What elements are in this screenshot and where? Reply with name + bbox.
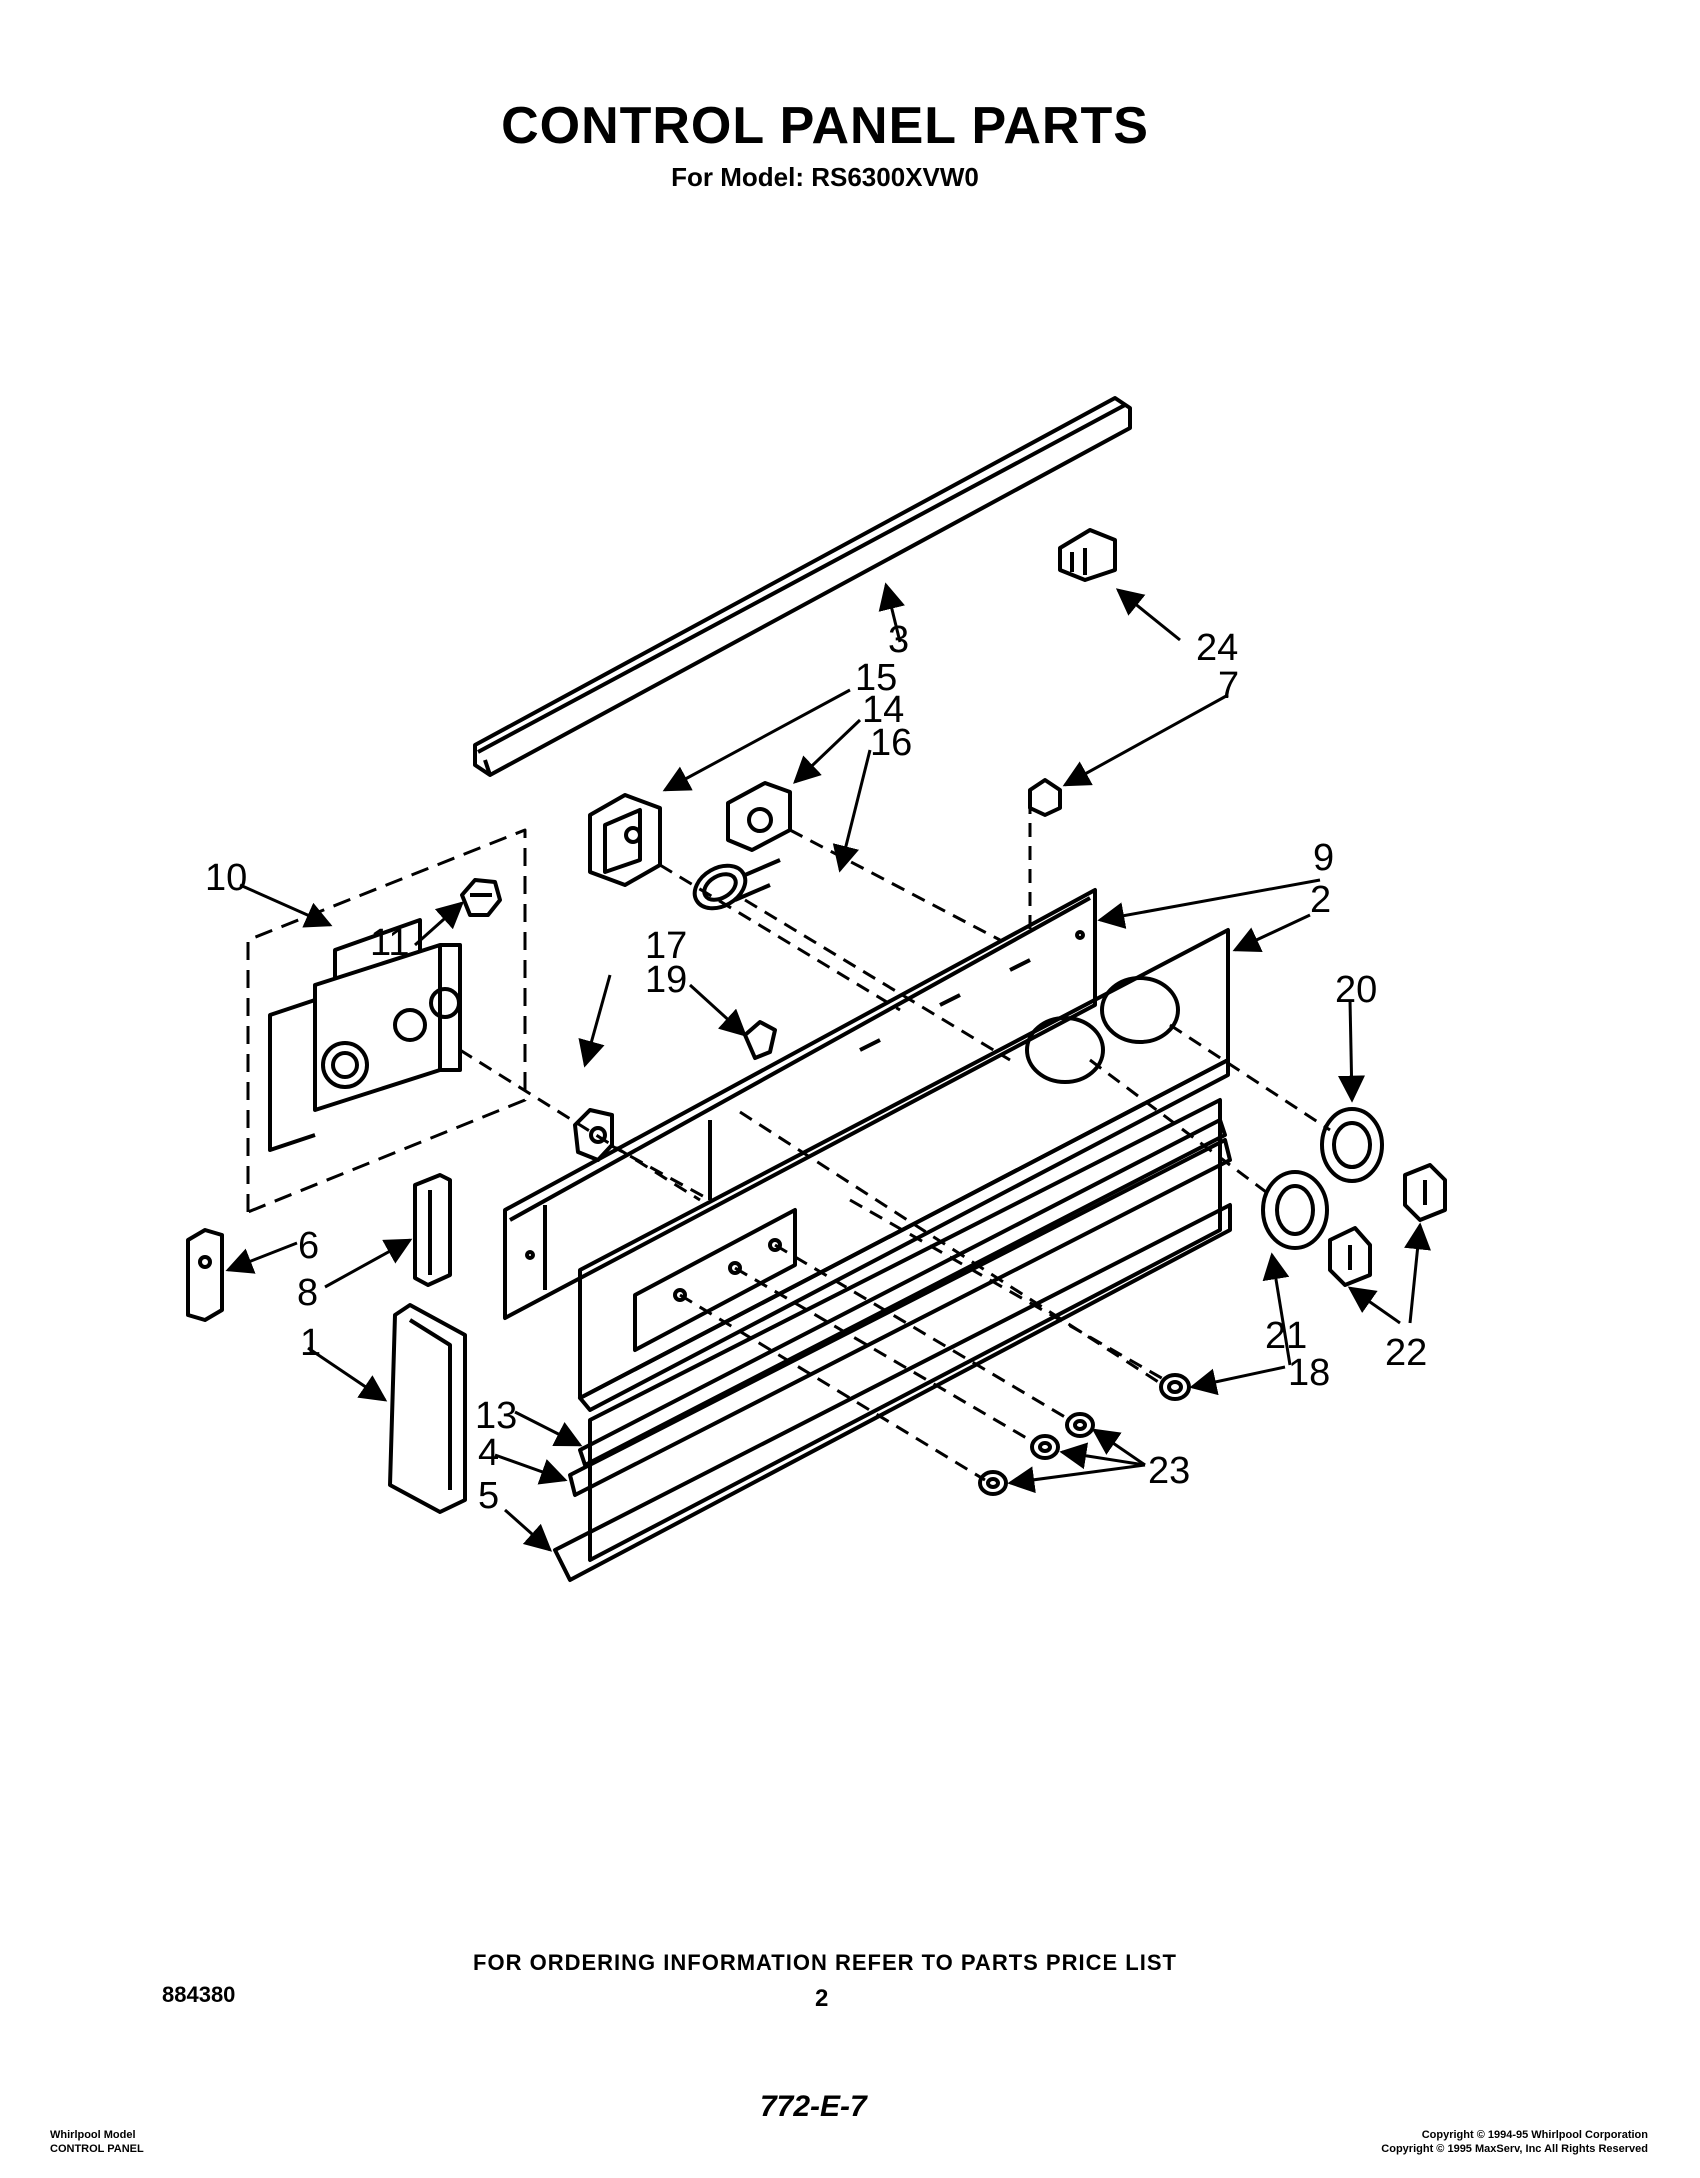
callout-17: 17 <box>645 925 687 967</box>
knob-skirt-upper <box>1320 1107 1384 1183</box>
bottom-left-line-2: CONTROL PANEL <box>50 2143 144 2155</box>
callout-9: 9 <box>1313 837 1334 879</box>
callout-24: 24 <box>1196 627 1238 669</box>
seal-ring-part <box>692 858 781 911</box>
small-clip-part <box>1028 778 1062 817</box>
callout-14: 14 <box>862 689 904 731</box>
mounting-bracket-part <box>413 1173 452 1287</box>
callout-20: 20 <box>1335 969 1377 1011</box>
callout-labels: 3 24 7 15 14 16 9 2 20 10 11 17 19 21 22… <box>205 619 1427 1517</box>
knob-skirt-lower <box>1261 1170 1329 1250</box>
callout-5: 5 <box>478 1475 499 1517</box>
nut-part-23-c <box>978 1470 1008 1496</box>
callout-leaders <box>225 582 1431 1552</box>
callout-7: 7 <box>1218 665 1239 707</box>
nut-part-18 <box>1159 1373 1191 1401</box>
callout-11: 11 <box>370 922 409 964</box>
module-clip-part <box>460 878 502 917</box>
callout-23: 23 <box>1148 1450 1190 1492</box>
alignment-lines <box>459 800 1331 1482</box>
callout-1: 1 <box>300 1322 321 1364</box>
callout-18: 18 <box>1288 1352 1330 1394</box>
front-control-panel <box>578 928 1230 1412</box>
copyright-block: Copyright © 1994-95 Whirlpool Corporatio… <box>1381 2128 1648 2156</box>
lower-trim-strips <box>553 1098 1232 1582</box>
callout-15: 15 <box>855 657 897 699</box>
side-bracket-part <box>186 1228 224 1322</box>
callout-22: 22 <box>1385 1332 1427 1374</box>
electronic-control-module <box>246 828 527 1214</box>
copyright-line-2: Copyright © 1995 MaxServ, Inc All Rights… <box>1381 2143 1648 2155</box>
switch-part <box>726 781 792 852</box>
spring-clip-part <box>743 1020 777 1060</box>
callout-6: 6 <box>298 1225 319 1267</box>
callout-21: 21 <box>1265 1315 1307 1357</box>
top-clip-part <box>1058 528 1117 582</box>
callout-13: 13 <box>475 1395 517 1437</box>
end-cap-part <box>388 1303 467 1514</box>
callout-19: 19 <box>645 959 687 1001</box>
callout-10: 10 <box>205 857 247 899</box>
top-trim-rail <box>473 396 1132 777</box>
callout-16: 16 <box>870 722 912 764</box>
bottom-left-caption: Whirlpool Model CONTROL PANEL <box>50 2128 144 2156</box>
copyright-line-1: Copyright © 1994-95 Whirlpool Corporatio… <box>1421 2129 1648 2141</box>
knob-upper <box>1403 1163 1447 1222</box>
callout-2: 2 <box>1310 879 1331 921</box>
callout-3: 3 <box>888 619 909 661</box>
control-bracket <box>503 888 1097 1320</box>
callout-8: 8 <box>297 1272 318 1314</box>
ordering-note: FOR ORDERING INFORMATION REFER TO PARTS … <box>473 1950 1177 1975</box>
document-number: 884380 <box>162 1982 236 2007</box>
display-window <box>633 1208 797 1352</box>
knob-lower <box>1328 1226 1372 1287</box>
nut-part-23-b <box>1030 1434 1060 1460</box>
page-number: 2 <box>815 1985 829 2012</box>
terminal-block-part <box>573 1108 614 1162</box>
model-subtitle: For Model: RS6300XVW0 <box>671 162 979 192</box>
page-title: CONTROL PANEL PARTS <box>501 97 1149 155</box>
callout-4: 4 <box>478 1432 499 1474</box>
handwritten-code: 772-E-7 <box>760 2090 867 2123</box>
nut-part-23-a <box>1065 1412 1095 1438</box>
switch-block-part <box>588 793 662 887</box>
bottom-left-line-1: Whirlpool Model <box>50 2129 136 2141</box>
